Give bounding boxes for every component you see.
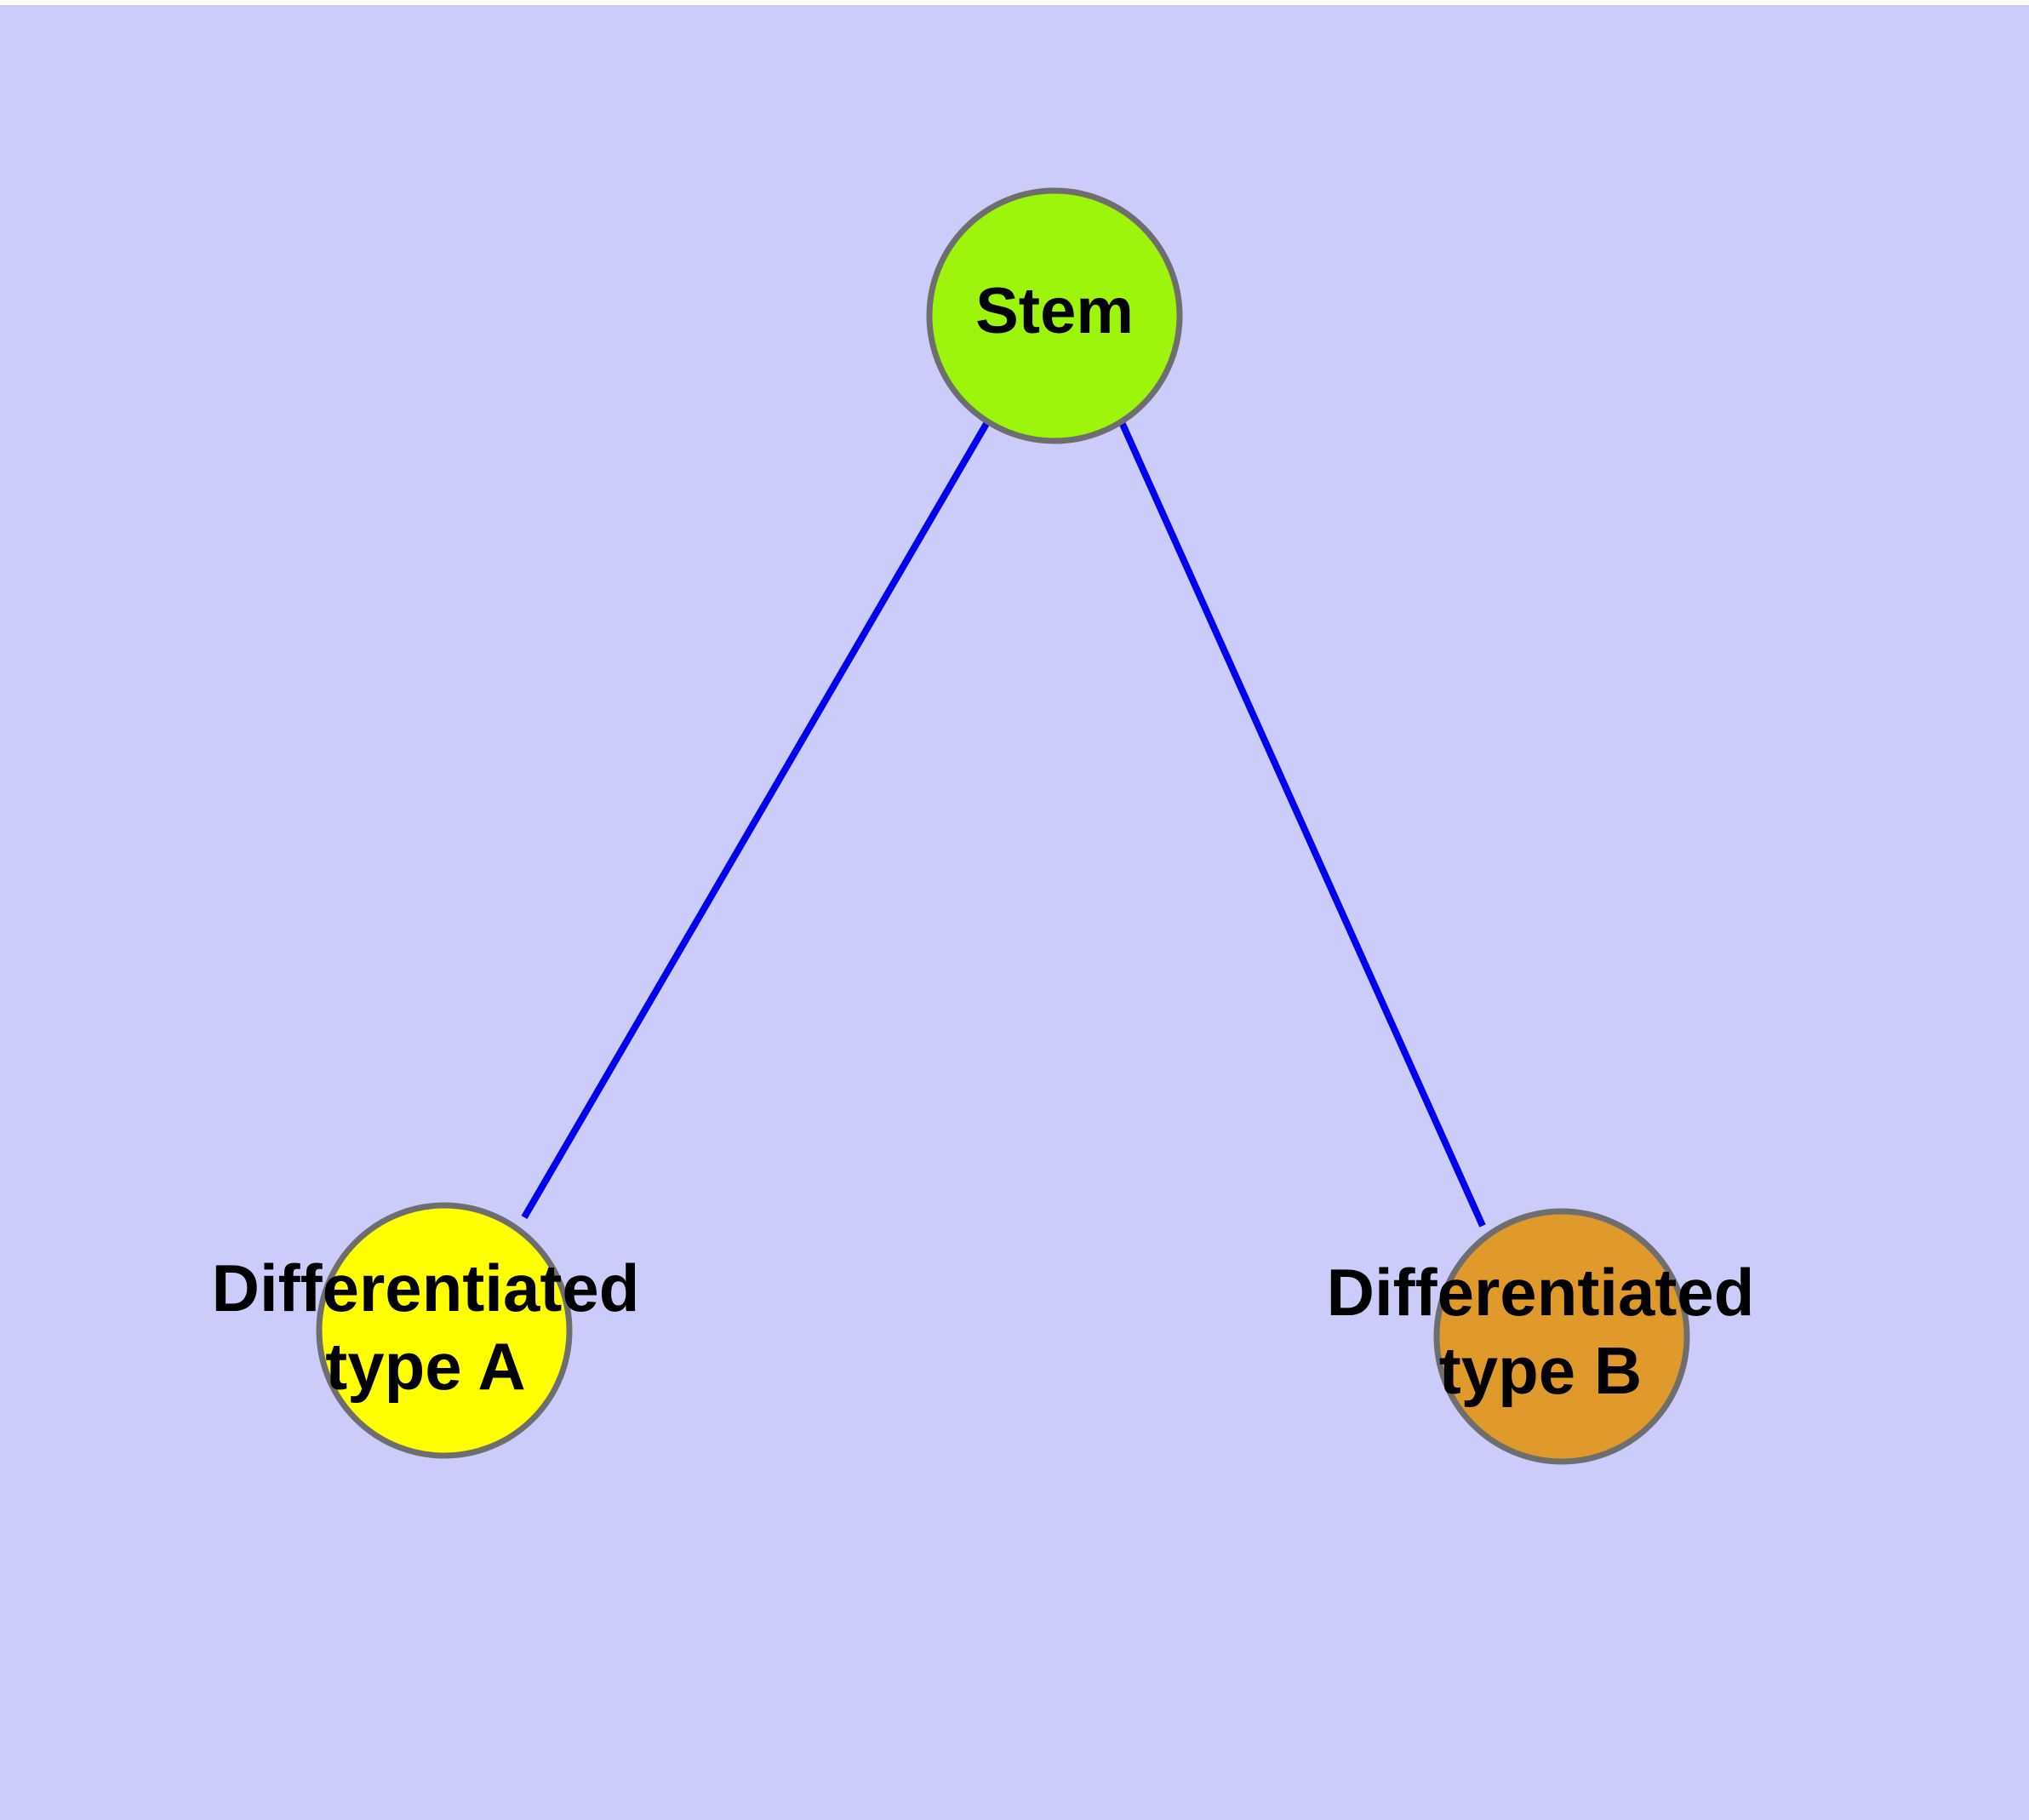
node-label-line: Differentiated xyxy=(212,1251,640,1325)
edges-layer xyxy=(521,420,1486,1228)
node-label-stem: Stem xyxy=(975,275,1134,347)
edge-stem-to-diff_a xyxy=(521,420,991,1220)
node-circle-diff_a[interactable] xyxy=(316,1202,573,1459)
node-label-line: type A xyxy=(325,1329,526,1404)
nodes-layer xyxy=(316,187,1690,1465)
node-label-line: Stem xyxy=(975,275,1134,347)
node-label-line: Differentiated xyxy=(1327,1255,1755,1330)
node-circle-stem[interactable] xyxy=(926,187,1183,444)
edge-stem-to-diff_b xyxy=(1118,421,1486,1228)
node-circle-diff_b[interactable] xyxy=(1433,1208,1690,1465)
node-label-line: type B xyxy=(1439,1333,1642,1408)
